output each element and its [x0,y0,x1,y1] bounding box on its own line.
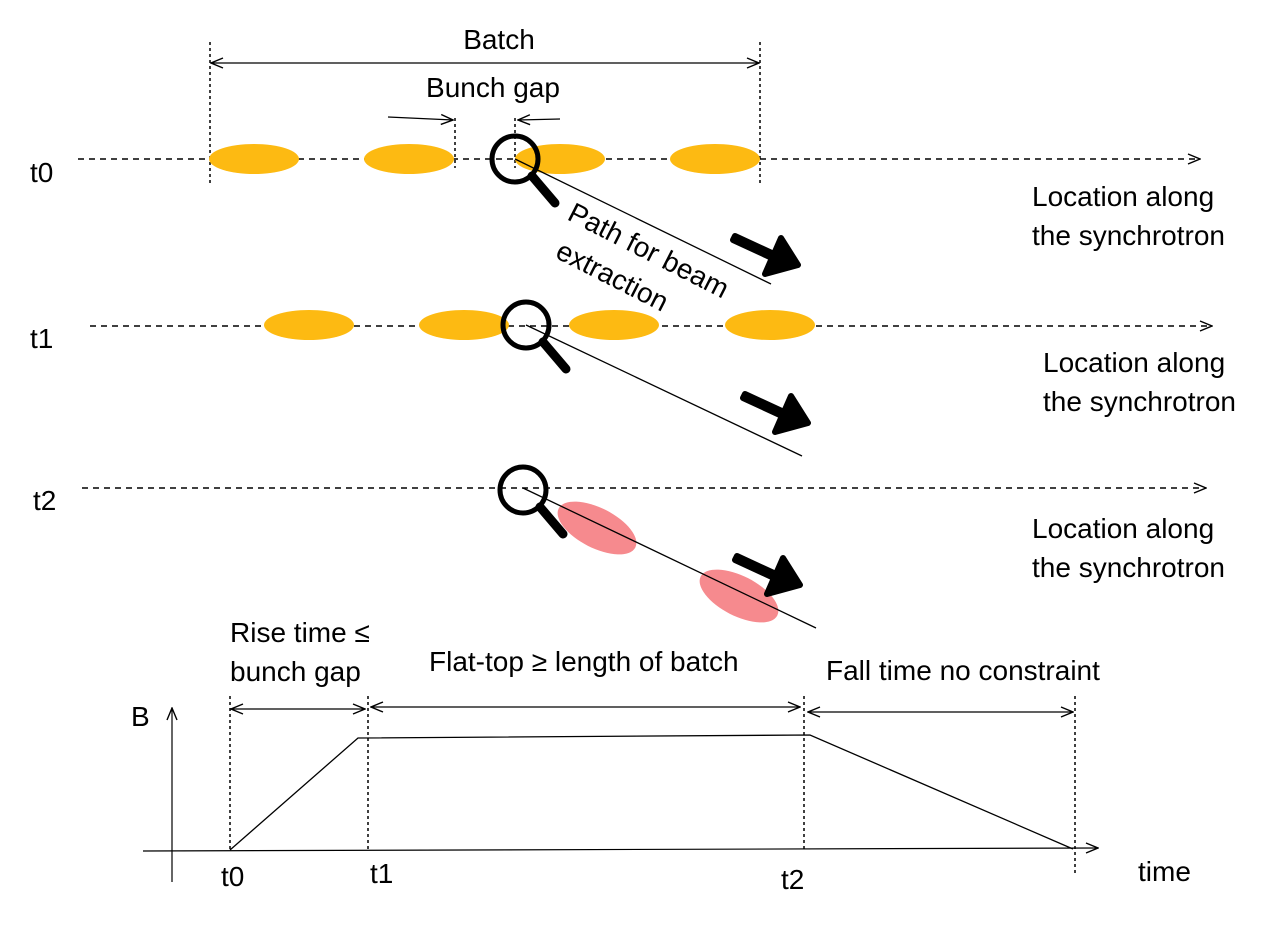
b-axis-label: B [131,701,150,732]
row-t0-bunch-3 [515,144,605,174]
row-t0-extraction-path [514,158,772,285]
batch-label: Batch [463,24,535,55]
row-t0-location-line1: Location along [1032,181,1214,212]
magnifier-icon [500,299,571,374]
time-axis [142,848,1098,851]
row-t2-extracted-bunch-2 [699,569,779,623]
row-t1-location-line1: Location along [1043,347,1225,378]
row-t2-time-label: t2 [33,485,56,516]
magnifier-icon [489,133,560,208]
row-t2-location-line2: the synchrotron [1032,552,1225,583]
fall-time-label: Fall time no constraint [826,655,1100,686]
tick-t0: t0 [221,861,244,892]
row-t0-bunch-4 [670,144,760,174]
tick-t2: t2 [781,864,804,895]
rise-time-label-line1: Rise time ≤ [230,617,370,648]
tick-t1: t1 [370,858,393,889]
magnifier-icon [497,464,568,539]
flat-top-label: Flat-top ≥ length of batch [429,646,739,677]
row-t0-time-label: t0 [30,157,53,188]
row-t2-location-line1: Location along [1032,513,1214,544]
kicker-field-waveform [229,734,1074,851]
bunch-gap-arrow-right [518,119,561,120]
kicker-arrow-icon [732,553,803,597]
row-t0-bunch-1 [209,144,299,174]
row-t1-bunch-4 [725,310,815,340]
row-t2-extraction-path [522,487,817,629]
row-t1-bunch-2 [419,310,509,340]
rise-time-label-line2: bunch gap [230,656,361,687]
bunch-gap-label: Bunch gap [426,72,560,103]
row-t1-location-line2: the synchrotron [1043,386,1236,417]
row-t1-time-label: t1 [30,323,53,354]
kicker-arrow-icon [730,233,801,277]
row-t1-bunch-1 [264,310,354,340]
time-axis-label: time [1138,856,1191,887]
row-t0-location-line2: the synchrotron [1032,220,1225,251]
row-t2-extracted-bunch-1 [557,501,637,555]
row-t1-extraction-path [525,324,803,457]
row-t0-bunch-2 [364,144,454,174]
bunch-gap-arrow-left [387,117,453,120]
row-t1-bunch-3 [569,310,659,340]
kicker-arrow-icon [740,391,811,435]
